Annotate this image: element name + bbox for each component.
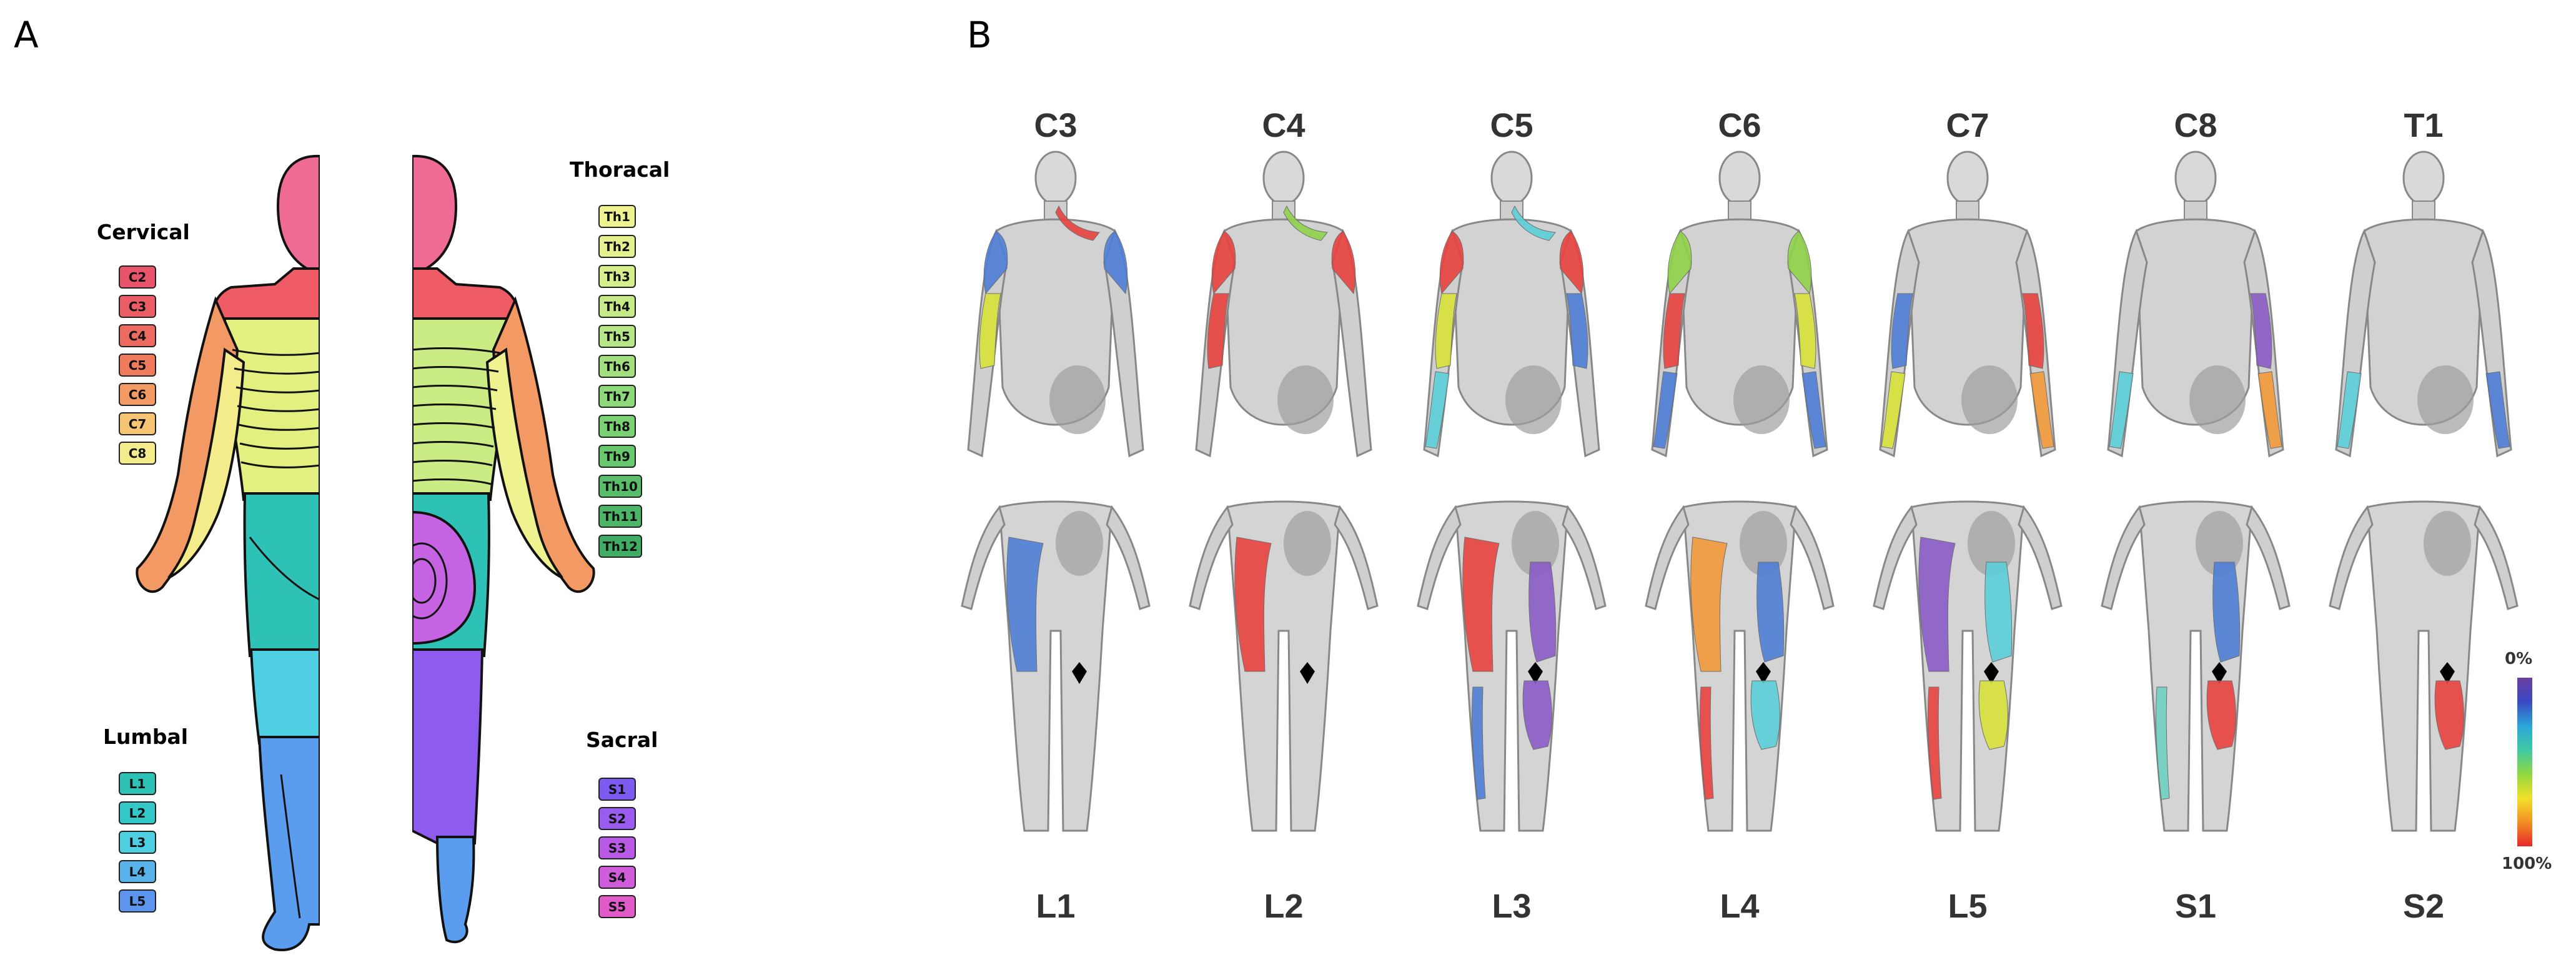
- lumbal-title: Lumbal: [103, 725, 189, 749]
- bottom-label-l5: L5: [1948, 888, 1988, 925]
- thigh-front: [249, 648, 320, 745]
- myotome-figure-1: [961, 151, 1151, 832]
- chip-s2: S2: [598, 807, 636, 830]
- chip-s5: S5: [598, 895, 636, 918]
- colorbar-bottom-label: 100%: [2502, 854, 2552, 873]
- myotome-figure-7: [2329, 151, 2519, 832]
- chip-l5: L5: [119, 889, 156, 913]
- myotome-figure-4: [1645, 151, 1835, 832]
- neck-shoulders-back: [412, 267, 521, 326]
- chip-c3: C3: [119, 295, 156, 318]
- arm-left-inner: [167, 347, 245, 579]
- sacral-title: Sacral: [586, 728, 658, 752]
- chip-th4: Th4: [598, 295, 636, 318]
- chip-l1: L1: [119, 772, 156, 795]
- chip-th9: Th9: [598, 445, 636, 468]
- top-label-c3: C3: [1034, 107, 1077, 144]
- chip-th10: Th10: [598, 475, 642, 498]
- thigh-back: [412, 648, 484, 844]
- chip-th5: Th5: [598, 325, 636, 348]
- top-label-c8: C8: [2174, 107, 2217, 144]
- chip-s3: S3: [598, 836, 636, 859]
- thoracal-title: Thoracal: [570, 157, 670, 182]
- chip-th1: Th1: [598, 205, 636, 228]
- colorbar: [2517, 678, 2532, 846]
- top-label-c5: C5: [1490, 107, 1533, 144]
- chip-c8: C8: [119, 442, 156, 465]
- back-lower: [412, 492, 490, 657]
- chest-front: [223, 317, 320, 501]
- chip-l2: L2: [119, 801, 156, 824]
- chip-c6: C6: [119, 383, 156, 406]
- colorbar-top-label: 0%: [2505, 650, 2533, 668]
- top-label-c6: C6: [1718, 107, 1761, 144]
- arm-right-inner: [485, 347, 563, 579]
- chip-th3: Th3: [598, 265, 636, 288]
- chip-th11: Th11: [598, 505, 642, 528]
- buttocks: [412, 510, 477, 645]
- panel-label-b: B: [967, 14, 992, 56]
- chip-l4: L4: [119, 860, 156, 883]
- bottom-label-l2: L2: [1264, 888, 1304, 925]
- cervical-title: Cervical: [97, 220, 190, 244]
- head-back: [412, 154, 458, 277]
- bottom-label-s2: S2: [2402, 888, 2445, 925]
- chip-th2: Th2: [598, 235, 636, 258]
- chip-c2: C2: [119, 265, 156, 289]
- leg-back: [435, 836, 475, 944]
- myotome-figure-6: [2101, 151, 2291, 832]
- chip-c7: C7: [119, 412, 156, 435]
- chip-c4: C4: [119, 324, 156, 347]
- panel-label-a: A: [14, 14, 39, 56]
- chip-th7: Th7: [598, 385, 636, 408]
- bottom-label-s1: S1: [2174, 888, 2217, 925]
- bottom-label-l4: L4: [1720, 888, 1760, 925]
- chip-th8: Th8: [598, 415, 636, 438]
- chip-s4: S4: [598, 866, 636, 889]
- bottom-label-l1: L1: [1036, 888, 1076, 925]
- leg-front: [257, 736, 320, 951]
- top-label-t1: T1: [2404, 107, 2444, 144]
- chip-c5: C5: [119, 354, 156, 377]
- chip-th6: Th6: [598, 355, 636, 378]
- neck-shoulders-front: [210, 267, 320, 326]
- chip-s1: S1: [598, 778, 636, 801]
- chip-th12: Th12: [598, 535, 642, 558]
- chip-l3: L3: [119, 831, 156, 854]
- bottom-label-l3: L3: [1492, 888, 1532, 925]
- myotome-figure-5: [1873, 151, 2063, 832]
- abdomen-front: [243, 492, 320, 657]
- back-upper: [412, 317, 509, 501]
- myotome-figure-3: [1417, 151, 1607, 832]
- myotome-figure-2: [1189, 151, 1379, 832]
- top-label-c7: C7: [1946, 107, 1989, 144]
- top-label-c4: C4: [1262, 107, 1305, 144]
- arm-right: [492, 296, 595, 593]
- head-front: [276, 154, 320, 277]
